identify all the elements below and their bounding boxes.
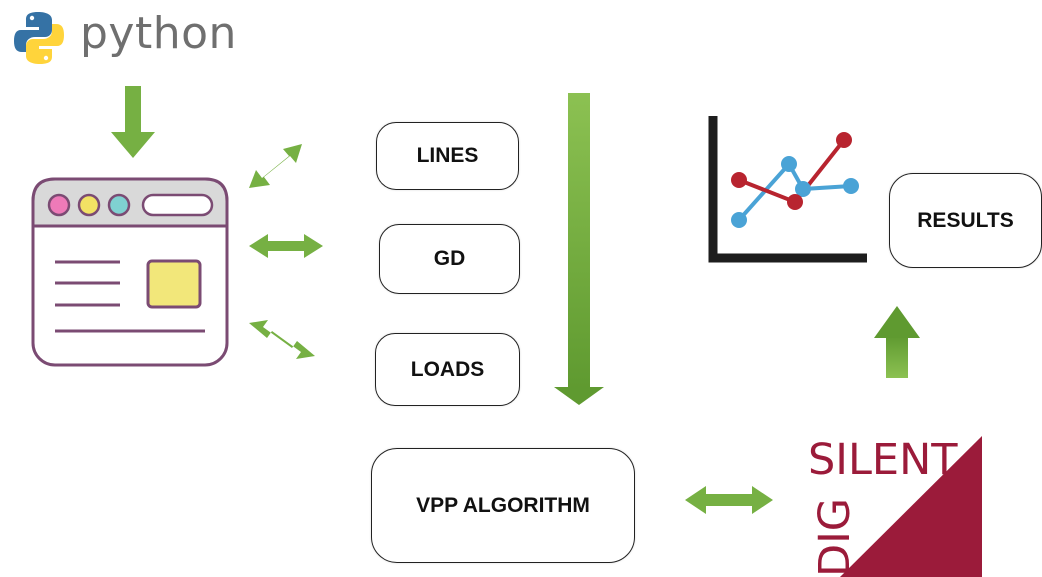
line-chart-icon (708, 116, 867, 263)
arrow-digsilent-to-results (874, 306, 920, 378)
arrow-inputs-to-vpp (554, 93, 604, 405)
digsilent-logo: SILENT DIG (808, 435, 982, 577)
vpp-algorithm-box: VPP ALGORITHM (371, 448, 635, 563)
lines-box: LINES (376, 122, 519, 190)
digsilent-logo-word1: SILENT (808, 435, 958, 485)
gd-box: GD (379, 224, 520, 294)
digsilent-logo-word2: DIG (810, 498, 860, 577)
arrow-python-to-window (111, 86, 155, 158)
double-arrow-window-loads (249, 320, 315, 359)
double-arrow-window-lines (249, 144, 302, 188)
double-arrow-vpp-digsilent (685, 486, 773, 514)
app-window-icon (31, 177, 229, 367)
loads-box: LOADS (375, 333, 520, 406)
double-arrow-window-gd (249, 234, 323, 258)
results-box: RESULTS (889, 173, 1042, 268)
python-logo-icon (14, 12, 64, 64)
python-label: python (80, 8, 237, 59)
